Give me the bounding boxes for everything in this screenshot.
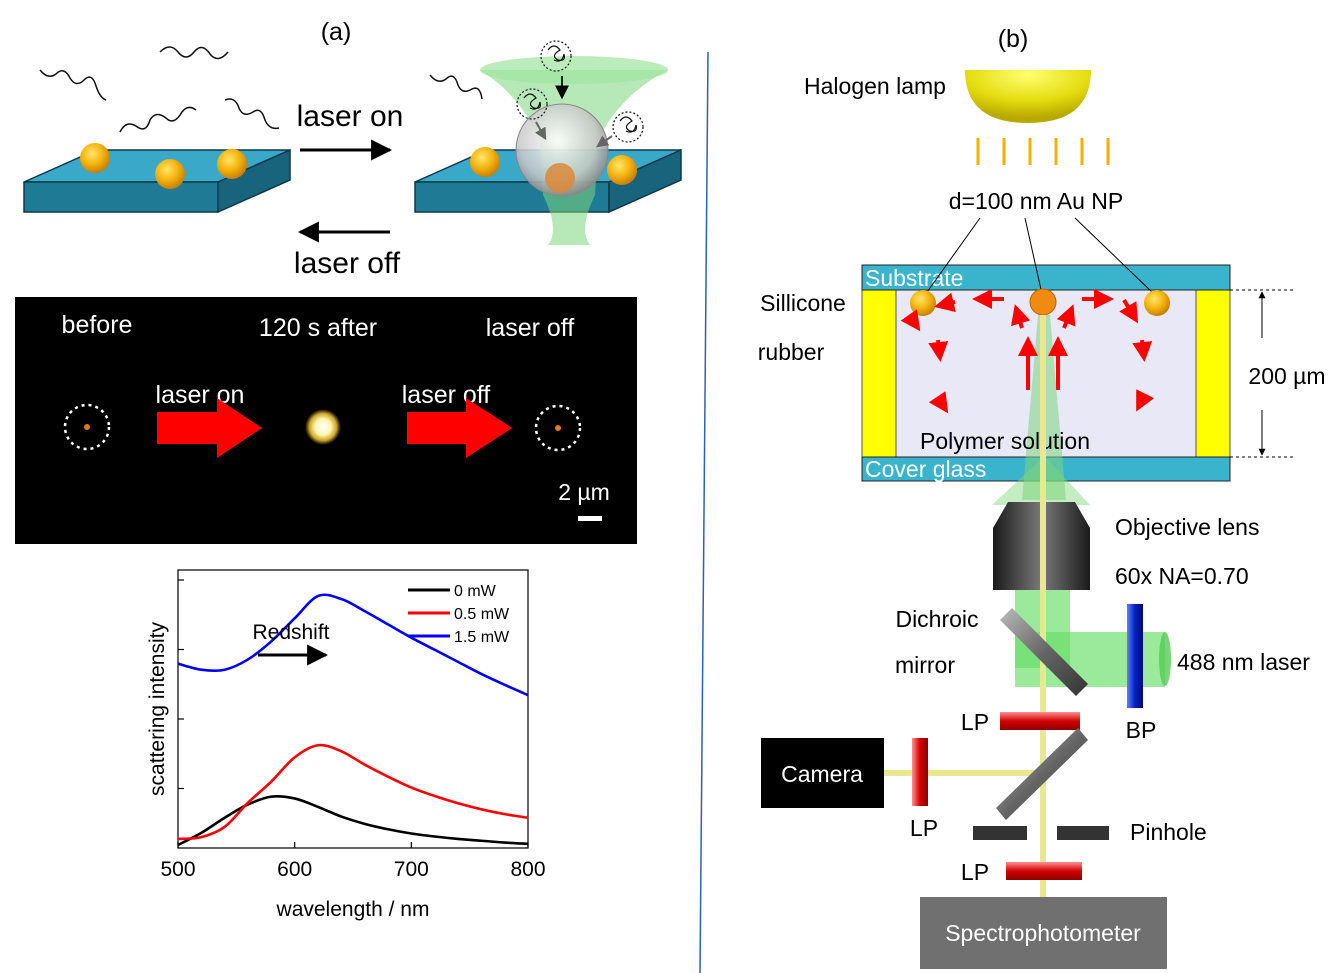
pinhole-label: Pinhole	[1130, 819, 1207, 845]
scale-bar-label: 2 µm	[558, 479, 610, 505]
migration-arrow	[535, 121, 547, 141]
camera	[761, 738, 884, 808]
halogen-lamp	[965, 70, 1091, 123]
objective-label-line1: Objective lens	[1115, 514, 1259, 540]
polymer-solution-label: Polymer solution	[920, 428, 1090, 454]
dichroic-label-line1: Dichroic	[895, 606, 978, 632]
redshift-annotation: Redshift	[252, 621, 329, 644]
cover-glass-label: Cover glass	[865, 456, 986, 482]
series-line-1	[177, 743, 529, 841]
silicone-rubber-right	[1195, 289, 1231, 458]
gold-nanoparticle	[80, 143, 110, 173]
x-tick-label: 600	[277, 858, 312, 881]
lp-label: LP	[961, 709, 989, 735]
legend-label: 1.5 mW	[454, 629, 510, 646]
beam-splitter-mirror	[996, 728, 1088, 820]
np-pointer-lines	[924, 217, 1156, 296]
silicone-label-line2: rubber	[758, 339, 825, 365]
lp-filter	[1006, 862, 1082, 880]
red-arrow-1	[157, 398, 262, 458]
panel-a-label: (a)	[321, 18, 352, 46]
x-tick-label: 500	[160, 858, 195, 881]
lamp-rays	[976, 138, 1110, 165]
dichroic-mirror	[1000, 608, 1088, 696]
particle-dot	[555, 425, 561, 431]
particle-glow	[305, 409, 341, 445]
gold-nanoparticle	[607, 155, 637, 185]
panel-b: (b) Halogen lamp d=100 nm Au NP Substrat…	[758, 25, 1326, 969]
lp-filter	[912, 738, 928, 806]
panel-divider	[699, 51, 709, 973]
lp-filter	[1000, 712, 1080, 730]
spectrophotometer	[920, 897, 1167, 969]
x-tick-label: 700	[394, 858, 429, 881]
camera-label: Camera	[781, 761, 863, 787]
objective-label-line2: 60x NA=0.70	[1115, 563, 1249, 589]
legend-label: 0 mW	[454, 583, 497, 600]
polymer-coil-icons	[516, 40, 644, 143]
series-line-0	[177, 794, 529, 847]
laser-off-label: laser off	[294, 247, 401, 280]
bp-label: BP	[1126, 717, 1157, 743]
series-line-2	[177, 593, 529, 697]
halogen-lamp-label: Halogen lamp	[804, 73, 946, 99]
laser-off-arrow-label: laser off	[402, 381, 491, 409]
dichroic-label-line2: mirror	[895, 652, 955, 678]
gold-nanoparticle	[545, 163, 575, 193]
gold-nanoparticle	[155, 159, 185, 189]
particle-marker-circle	[63, 403, 111, 451]
particle-marker-circle	[534, 404, 582, 452]
polymer-chains	[39, 46, 483, 133]
panel-b-label: (b)	[998, 25, 1029, 53]
panel-a: (a) laser on laser off	[15, 18, 682, 921]
lp-label: LP	[910, 815, 938, 841]
pinhole-left	[973, 826, 1027, 840]
lp-label: LP	[961, 859, 989, 885]
silicone-label-line1: Sillicone	[760, 290, 846, 316]
substrate-layer	[861, 264, 1231, 291]
chart-frame	[177, 569, 529, 849]
thickness-label: 200 µm	[1248, 363, 1325, 389]
spectrum-chart: 500 600 700 800 wavelength / nm scattering …	[146, 569, 546, 921]
nanoparticle-label: d=100 nm Au NP	[949, 188, 1124, 214]
bp-filter	[1127, 604, 1143, 708]
laser-horizontal-end	[1159, 632, 1171, 686]
laser-off-title: laser off	[486, 314, 575, 342]
after-label: 120 s after	[259, 314, 377, 342]
gold-nanoparticle	[217, 149, 247, 179]
spectrophotometer-label: Spectrophotometer	[945, 920, 1141, 946]
gold-nanoparticle	[470, 147, 500, 177]
laser-on-label: laser on	[297, 100, 404, 133]
pinhole-right	[1057, 826, 1109, 840]
y-axis-label: scattering intensity	[146, 622, 169, 796]
gold-nanoparticle	[1029, 288, 1057, 316]
thickness-dimension	[1230, 289, 1295, 458]
laser-on-arrow-label: laser on	[156, 381, 245, 409]
x-tick-label: 800	[510, 858, 545, 881]
scale-bar	[578, 516, 602, 521]
laser-beam-top	[480, 56, 668, 84]
silicone-rubber-left	[861, 289, 897, 458]
migration-arrow	[596, 135, 613, 148]
red-arrow-2	[407, 398, 512, 458]
substrate-label: Substrate	[865, 265, 963, 291]
legend-label: 0.5 mW	[454, 606, 510, 623]
before-label: before	[62, 311, 133, 339]
gold-nanoparticle	[1144, 290, 1170, 316]
gold-nanoparticle	[910, 290, 936, 316]
x-axis-label: wavelength / nm	[276, 898, 430, 921]
laser-label: 488 nm laser	[1177, 649, 1310, 675]
particle-dot	[84, 424, 90, 430]
convection-arrows	[900, 289, 1155, 414]
